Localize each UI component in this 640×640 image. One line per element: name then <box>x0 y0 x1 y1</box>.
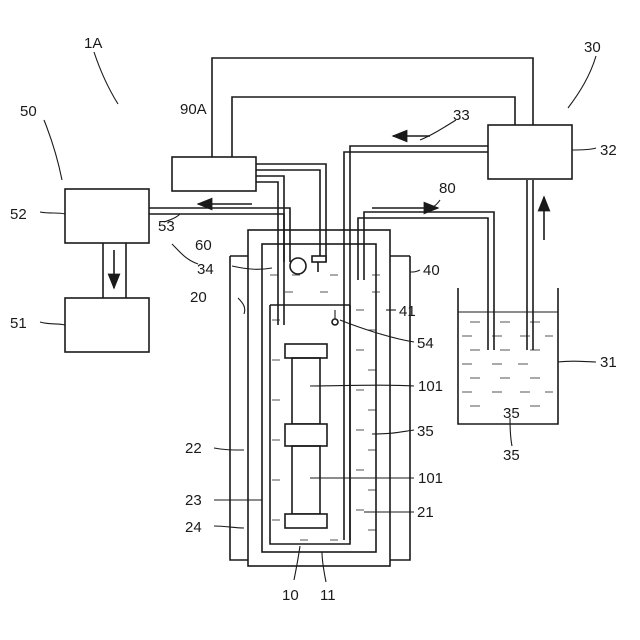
label-11: 11 <box>320 587 336 604</box>
pipe-53-upper <box>149 208 290 262</box>
label-53: 53 <box>158 218 175 235</box>
wire-inner <box>232 97 515 157</box>
label-35-tank-below: 35 <box>503 447 520 464</box>
wire-outer <box>212 58 533 157</box>
label-32: 32 <box>600 142 617 159</box>
label-54: 54 <box>417 335 434 352</box>
label-51: 51 <box>10 315 27 332</box>
label-22: 22 <box>185 440 202 457</box>
label-35-cryostat: 35 <box>417 423 434 440</box>
label-30: 30 <box>584 39 601 56</box>
sample-holder-10 <box>285 344 327 528</box>
controller-90a-box <box>172 157 256 191</box>
box-52 <box>65 189 149 243</box>
cooler-32-box <box>488 125 572 179</box>
tank-31 <box>458 288 558 424</box>
label-33: 33 <box>453 107 470 124</box>
label-90a: 90A <box>180 101 207 118</box>
label-35-tank-inside: 35 <box>503 405 520 422</box>
box-51 <box>65 298 149 352</box>
label-101-top: 101 <box>418 378 443 395</box>
sensor-60 <box>290 256 326 274</box>
label-23: 23 <box>185 492 202 509</box>
tank-liquid-dashes <box>462 322 553 406</box>
label-20: 20 <box>190 289 207 306</box>
label-52: 52 <box>10 206 27 223</box>
label-50: 50 <box>20 103 37 120</box>
label-80: 80 <box>439 180 456 197</box>
label-1a: 1A <box>84 35 102 52</box>
label-41: 41 <box>399 303 416 320</box>
cryostat-liquid-dashes <box>270 275 380 540</box>
label-34: 34 <box>197 261 214 278</box>
label-10: 10 <box>282 587 299 604</box>
label-31: 31 <box>600 354 617 371</box>
label-21: 21 <box>417 504 434 521</box>
cryostat-pipes <box>256 146 533 540</box>
label-24: 24 <box>185 519 202 536</box>
label-60: 60 <box>195 237 212 254</box>
label-101-bottom: 101 <box>418 470 443 487</box>
label-40: 40 <box>423 262 440 279</box>
